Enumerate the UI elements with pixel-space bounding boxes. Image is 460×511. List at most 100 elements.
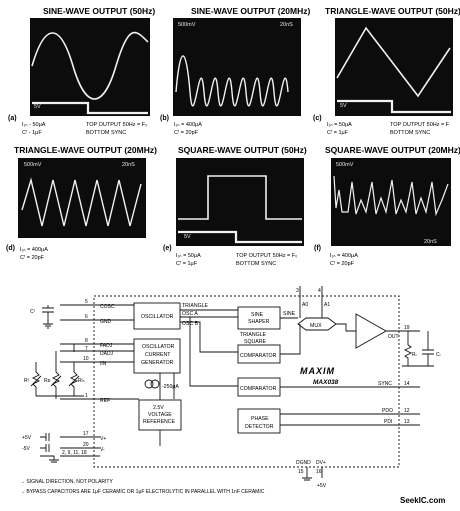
pin-number: 16 <box>316 469 322 475</box>
block-label: SHAPER <box>248 319 270 325</box>
scope-panel-b: SINE-WAVE OUTPUT (20MHz) 500mV 20nS (b) … <box>160 6 310 136</box>
pin-number: 6 <box>85 314 88 320</box>
panel-tag: (c) <box>313 115 322 122</box>
caption-iin: I₁ₙ = 50μA <box>327 122 352 128</box>
label-rd: Rᴅ <box>44 378 51 384</box>
oscillator-current-generator-block <box>133 338 181 374</box>
scope-panel-a: SINE-WAVE OUTPUT (50Hz) 5V (a) I₁ₙ - 50μ… <box>8 6 155 136</box>
block-label: COMPARATOR <box>240 353 277 359</box>
scope-title: TRIANGLE-WAVE OUTPUT (50Hz) <box>325 6 460 16</box>
ground-icon <box>40 455 59 463</box>
sine-shaper-block <box>237 306 281 330</box>
pin-name: SYNC <box>378 381 392 387</box>
mux-input-wires <box>280 317 301 355</box>
watermark: SeekIC.com <box>400 496 445 505</box>
label-supply: -5V <box>22 446 30 452</box>
panel-tag: (a) <box>8 115 17 122</box>
block-label: CURRENT <box>145 352 171 358</box>
maxim-logo: MAXIM <box>300 366 335 376</box>
caption-cf: Cᶠ = 20pF <box>330 260 355 267</box>
sync-trace <box>337 99 451 114</box>
sync-trace <box>178 230 302 244</box>
pin-number: 1 <box>85 393 88 399</box>
internal-signal-wires <box>159 309 238 446</box>
pin-name: DGND <box>296 460 311 466</box>
caption-cf: Cᶠ = 20pF <box>20 254 45 261</box>
block-label: 2.5V <box>153 405 164 411</box>
caption-iin: I₁ₙ - 50μA <box>22 122 46 128</box>
bypass-capacitors <box>40 433 50 452</box>
scope-volts-label: 5V <box>340 103 347 109</box>
scope-panel-d: TRIANGLE-WAVE OUTPUT (20MHz) 500mV 20nS … <box>6 145 157 261</box>
schematic-labels: OSCILLATOR OSCILLATOR CURRENT GENERATOR … <box>20 288 445 505</box>
potentiometer-arrows <box>30 375 80 387</box>
caption-bottom: BOTTOM SYNC <box>390 130 430 136</box>
sync-trace <box>32 101 148 115</box>
pin-name: 2, 9, 11, 18 <box>62 450 87 456</box>
pin-name: A0 <box>302 302 308 308</box>
pin-number: 13 <box>404 419 410 425</box>
caption-iin: I₁ₙ = 400μA <box>20 247 48 253</box>
mux-output-wire <box>336 323 356 332</box>
schematic <box>30 286 434 481</box>
scope-panel-e: SQUARE-WAVE OUTPUT (50Hz) 5V (e) I₁ₙ = 5… <box>163 145 307 267</box>
scope-scale-volts: 500mV <box>178 22 196 28</box>
signal-label: OSC B <box>182 321 199 327</box>
block-label: SINE <box>251 312 264 318</box>
resistor-rin <box>69 362 79 396</box>
pin-number: 7 <box>85 346 88 352</box>
label-rl: Rₗ <box>412 352 417 358</box>
pin-name: V- <box>100 447 105 453</box>
pin-name: OUT <box>388 334 399 340</box>
pin-number: 14 <box>404 381 410 387</box>
current-source-icon <box>150 379 160 389</box>
pin-name: DV+ <box>316 460 326 466</box>
pin-number: 8 <box>85 338 88 344</box>
triangle-trace <box>336 26 451 98</box>
label-supply: +5V <box>22 435 32 441</box>
resistor-network-wires <box>36 344 84 397</box>
sine-trace <box>31 31 149 100</box>
caption-iin: I₁ₙ = 400μA <box>174 122 202 128</box>
square-trace <box>333 175 449 217</box>
scope-title: SINE-WAVE OUTPUT (50Hz) <box>43 6 155 16</box>
scope-panel-f: SQUARE-WAVE OUTPUT (20MHz) 500mV 20nS (f… <box>314 145 460 267</box>
address-wires <box>299 286 323 318</box>
scope-screen <box>18 158 146 238</box>
dgnd-dvplus-wires <box>302 467 323 481</box>
block-label: MUX <box>310 323 322 329</box>
signal-label: TRIANGLE <box>240 332 266 338</box>
block-label: GENERATOR <box>141 360 174 366</box>
scope-scale-volts: 500mV <box>24 162 42 168</box>
pin-name: FADJ <box>100 343 113 349</box>
scope-scale-time: 20nS <box>122 162 135 168</box>
caption-bottom: BOTTOM SYNC <box>86 130 126 136</box>
pin-name: REF <box>100 398 110 404</box>
caption-top: TOP OUTPUT 50Hz = F <box>390 122 450 128</box>
scope-title: SQUARE-WAVE OUTPUT (50Hz) <box>178 145 307 155</box>
current-source-icon <box>144 379 154 389</box>
block-label: -250μA <box>162 384 179 390</box>
caption-cf: Cᶠ - 1μF <box>22 129 42 136</box>
block-label: OSCILLATOR <box>141 314 174 320</box>
left-pin-wires <box>60 304 139 457</box>
block-label: OSCILLATOR <box>142 344 175 350</box>
block-label: DETECTOR <box>245 424 274 430</box>
panel-tag: (d) <box>6 245 15 252</box>
footnote: → SIGNAL DIRECTION, NOT POLARITY <box>20 479 113 485</box>
pin-number: 20 <box>83 442 89 448</box>
pin-number: 4 <box>318 288 321 294</box>
pin-number: 5 <box>85 299 88 305</box>
pin-number: 15 <box>298 469 304 475</box>
scope-scale-volts: 500mV <box>336 162 354 168</box>
pin-name: A1 <box>324 302 330 308</box>
scope-panel-c: TRIANGLE-WAVE OUTPUT (50Hz) 5V (c) I₁ₙ =… <box>313 6 460 136</box>
block-label: VOLTAGE <box>148 412 172 418</box>
scope-screen <box>335 18 453 116</box>
resistor-rd <box>51 351 61 399</box>
caption-cf: Cᶠ = 1μF <box>176 260 198 267</box>
panel-tag: (e) <box>163 245 172 252</box>
resistor-rf <box>31 362 41 396</box>
pin-number: 12 <box>404 408 410 414</box>
